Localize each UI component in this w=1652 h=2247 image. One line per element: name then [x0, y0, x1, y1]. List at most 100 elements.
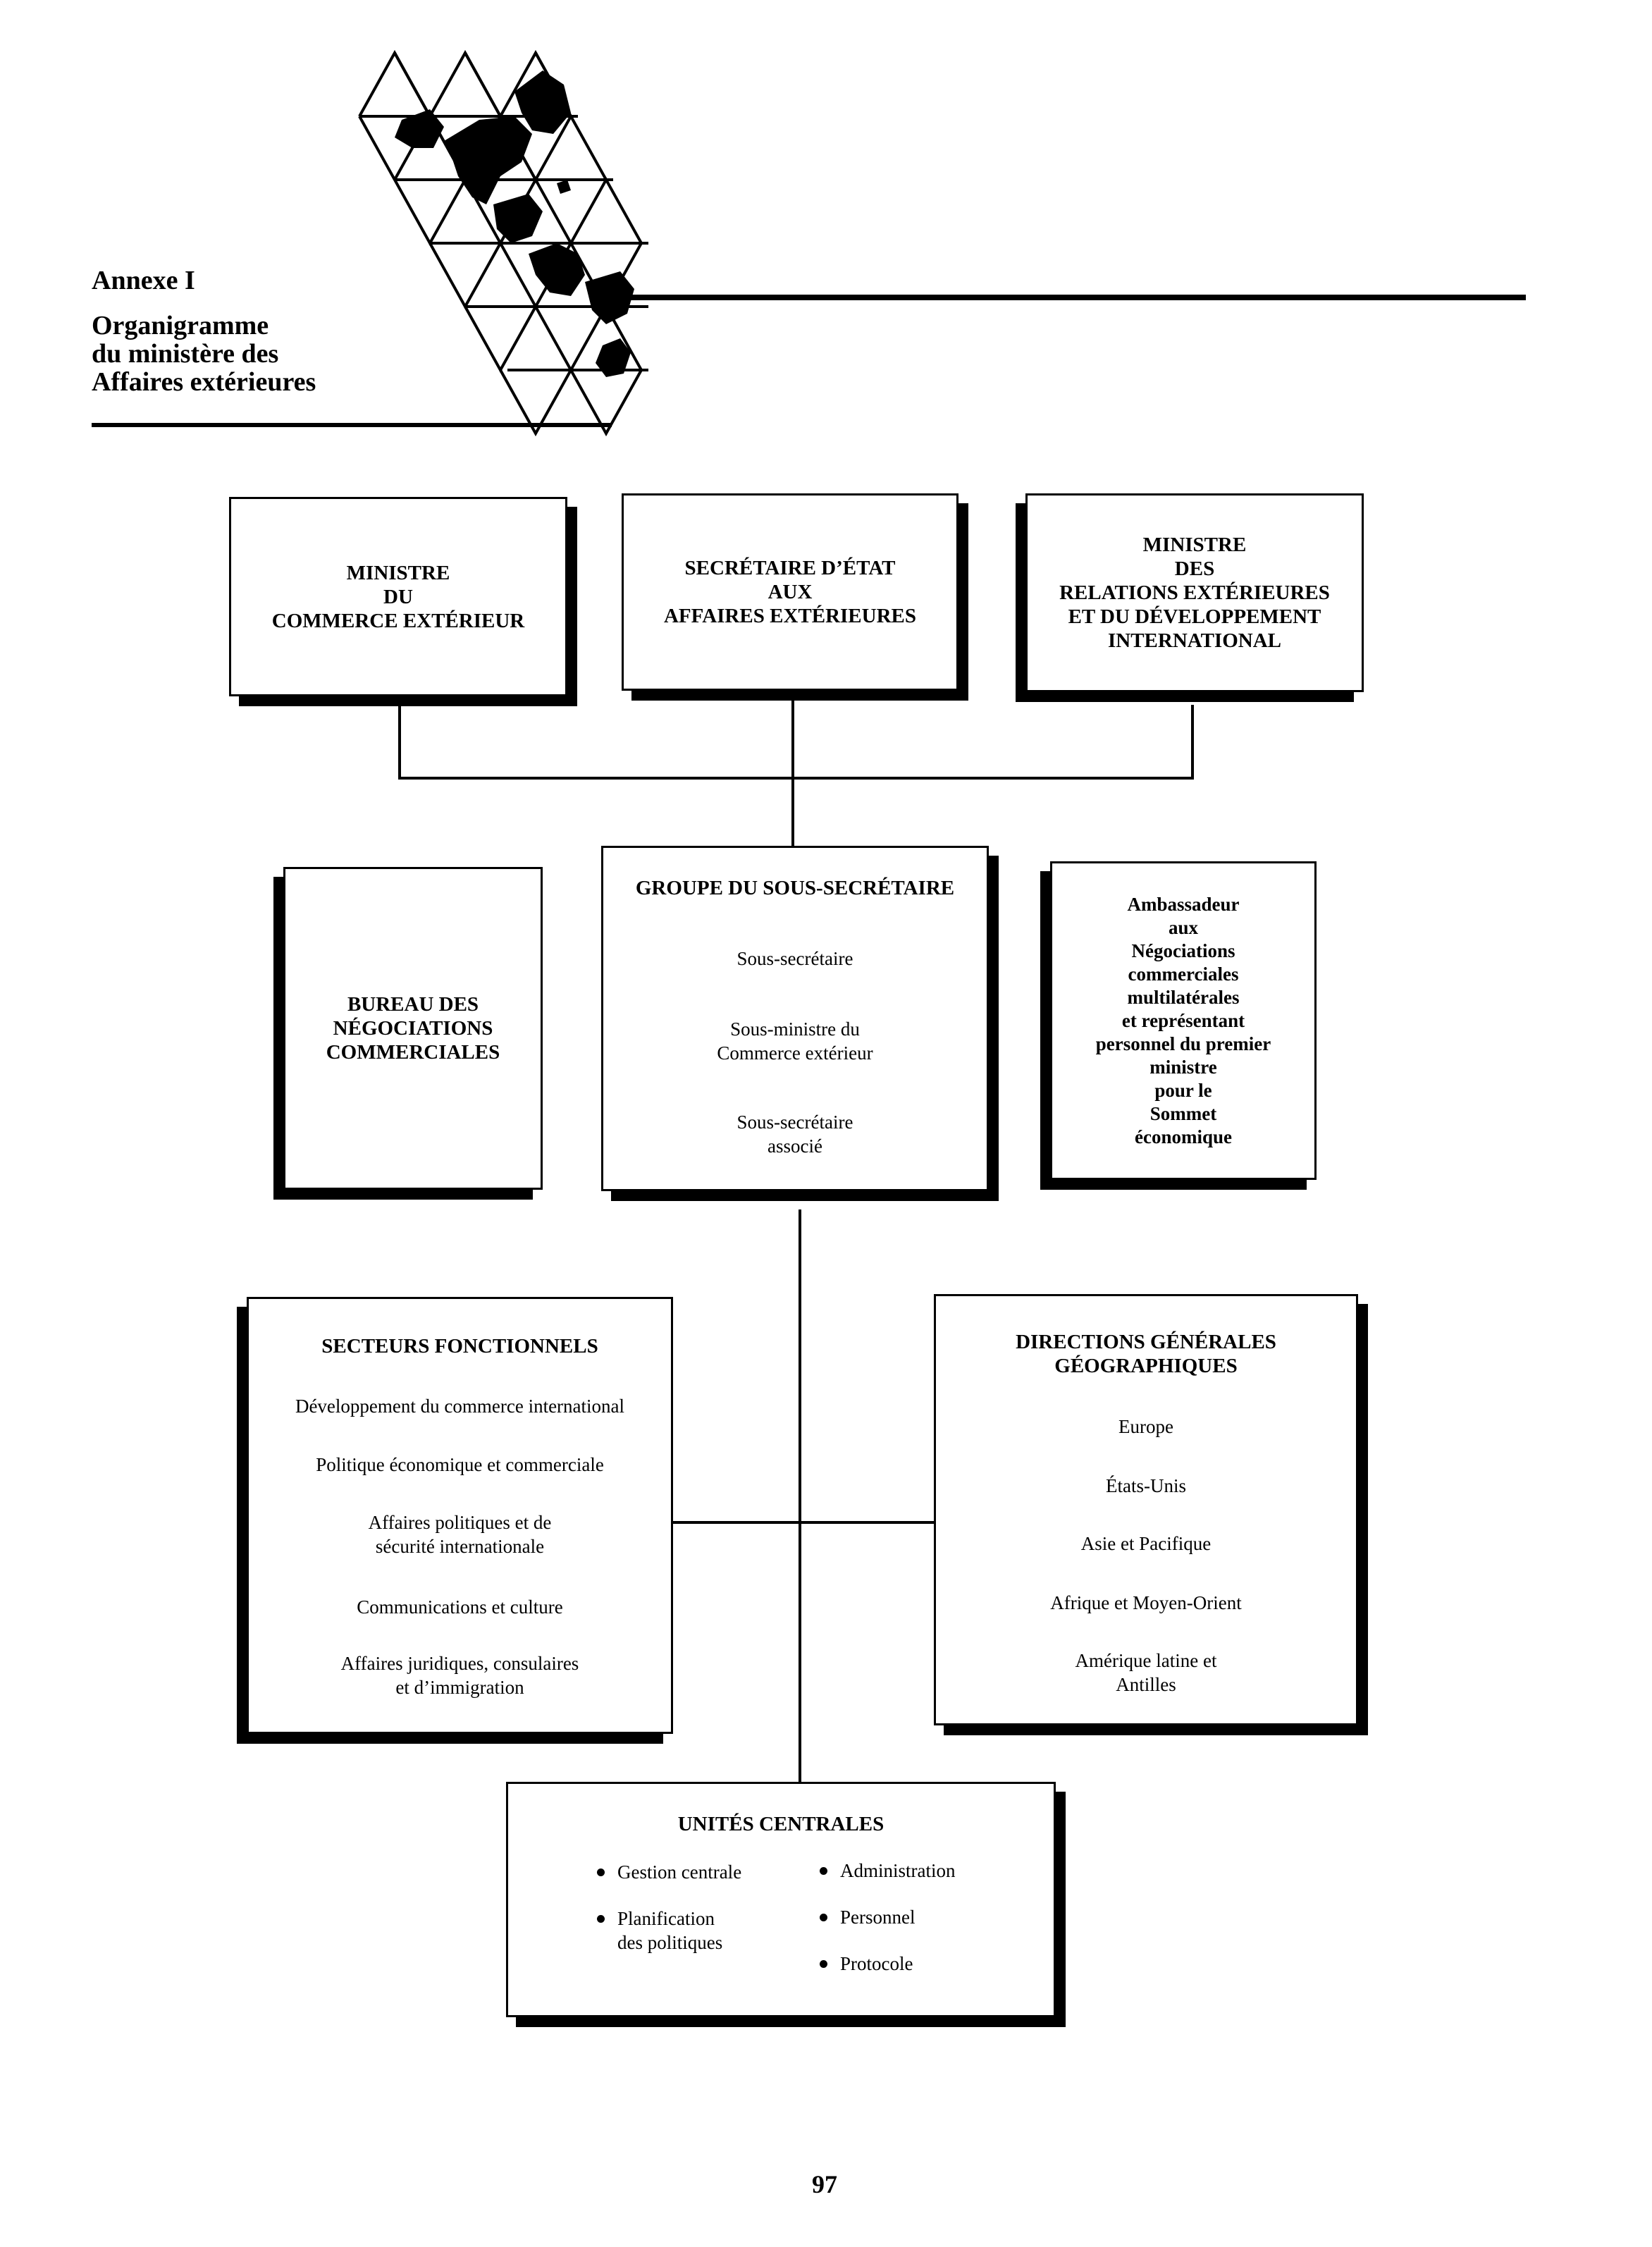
ambassadeur-line: personnel du premier — [1095, 1033, 1271, 1054]
box-unites-centrales: UNITÉS CENTRALES Gestion centrale Planif… — [506, 1782, 1056, 2017]
secteurs-item-line: Développement du commerce international — [295, 1396, 625, 1417]
connector-sectors-horizontal — [673, 1521, 934, 1524]
world-map-triangle-logo — [358, 49, 648, 437]
box-line: MINISTRE — [1142, 534, 1247, 556]
ambassadeur-line: aux — [1168, 916, 1199, 938]
ambassadeur-line: économique — [1135, 1126, 1232, 1147]
ambassadeur-line: multilatérales — [1127, 986, 1240, 1008]
header-rule-left — [92, 423, 612, 427]
secteurs-item: Développement du commerce international — [249, 1394, 671, 1418]
unites-list-item: Gestion centrale — [597, 1860, 741, 1884]
box-line: MINISTRE — [346, 561, 450, 584]
groupe-item-line: Sous-ministre du — [730, 1018, 860, 1040]
connector-minister-3-down — [1191, 705, 1194, 780]
annexe-heading: Annexe I Organigramme du ministère des A… — [92, 266, 402, 396]
bullet-icon — [820, 1867, 827, 1875]
ambassadeur-line: Négociations — [1131, 940, 1235, 961]
annexe-label: Annexe I — [92, 266, 195, 295]
connector-minister-2-down — [791, 698, 794, 846]
groupe-item: Sous-secrétaire — [603, 947, 987, 971]
page-number: 97 — [812, 2170, 837, 2198]
bullet-icon — [597, 1869, 605, 1876]
directions-item-line: Amérique latine et — [1075, 1650, 1217, 1671]
secteurs-item-line: Affaires juridiques, consulaires — [340, 1653, 579, 1674]
chart-title-line-2: du ministère des — [92, 339, 279, 369]
directions-item-line: Europe — [1118, 1416, 1173, 1437]
secteurs-title: SECTEURS FONCTIONNELS — [321, 1335, 598, 1358]
unites-list-item: Planification des politiques — [597, 1907, 741, 1954]
box-line: COMMERCE EXTÉRIEUR — [271, 609, 525, 632]
box-ambassadeur: Ambassadeur aux Négociations commerciale… — [1050, 861, 1317, 1180]
directions-item: Asie et Pacifique — [936, 1532, 1356, 1556]
groupe-item-line: Sous-secrétaire — [736, 948, 853, 969]
directions-title-line: GÉOGRAPHIQUES — [1054, 1355, 1238, 1377]
box-line: ET DU DÉVELOPPEMENT — [1068, 605, 1321, 628]
box-line: AUX — [768, 581, 813, 603]
box-line: COMMERCIALES — [326, 1041, 500, 1064]
groupe-item: Sous-ministre du Commerce extérieur — [603, 1017, 987, 1065]
box-ministre-relations-exterieures: MINISTRE DES RELATIONS EXTÉRIEURES ET DU… — [1025, 493, 1364, 692]
directions-item-line: Afrique et Moyen-Orient — [1050, 1592, 1242, 1613]
box-groupe-sous-secretaire: GROUPE DU SOUS-SECRÉTAIRE Sous-secrétair… — [601, 846, 989, 1191]
unites-item-line: Personnel — [840, 1907, 916, 1928]
secteurs-item-line: Affaires politiques et de — [368, 1512, 552, 1533]
groupe-item-line: Sous-secrétaire — [736, 1112, 853, 1133]
ambassadeur-line: Sommet — [1149, 1102, 1217, 1124]
ambassadeur-line: Ambassadeur — [1127, 893, 1240, 915]
connector-ministers-horizontal — [398, 777, 1194, 780]
unites-left-list: Gestion centrale Planification des polit… — [597, 1860, 741, 1977]
box-line: SECRÉTAIRE D’ÉTAT — [684, 557, 896, 579]
unites-item-line: Gestion centrale — [617, 1861, 742, 1883]
ambassadeur-line: et représentant — [1121, 1009, 1245, 1031]
connector-minister-1-down — [398, 705, 401, 780]
secteurs-item-line: sécurité internationale — [375, 1536, 545, 1557]
box-secteurs-fonctionnels: SECTEURS FONCTIONNELS Développement du c… — [247, 1297, 673, 1734]
box-line: DU — [383, 585, 413, 608]
unites-list-item: Administration — [820, 1859, 956, 1883]
box-line: INTERNATIONAL — [1107, 629, 1281, 652]
bullet-icon — [820, 1914, 827, 1921]
unites-item-line: Administration — [840, 1860, 956, 1881]
unites-list-item: Personnel — [820, 1905, 956, 1929]
box-line: DES — [1174, 558, 1215, 580]
secteurs-item: Politique économique et commerciale — [249, 1453, 671, 1477]
ambassadeur-line: commerciales — [1128, 963, 1239, 985]
header-rule-right — [624, 295, 1526, 300]
directions-item: Europe — [936, 1415, 1356, 1439]
directions-item-line: Antilles — [1116, 1674, 1176, 1695]
directions-item: Amérique latine et Antilles — [936, 1649, 1356, 1697]
box-line: NÉGOCIATIONS — [333, 1017, 493, 1040]
bullet-icon — [820, 1960, 827, 1968]
directions-item-line: États-Unis — [1106, 1475, 1186, 1496]
directions-item: États-Unis — [936, 1474, 1356, 1498]
secteurs-item: Communications et culture — [249, 1595, 671, 1619]
box-line: BUREAU DES — [347, 993, 479, 1016]
secteurs-item-line: Communications et culture — [357, 1596, 563, 1618]
directions-item-line: Asie et Pacifique — [1080, 1533, 1212, 1554]
groupe-item-line: associé — [768, 1135, 822, 1157]
unites-item-line: des politiques — [617, 1932, 723, 1953]
connector-groupe-down — [799, 1209, 801, 1782]
box-bureau-negociations: BUREAU DES NÉGOCIATIONS COMMERCIALES — [283, 867, 543, 1190]
groupe-title: GROUPE DU SOUS-SECRÉTAIRE — [635, 877, 955, 899]
ambassadeur-line: ministre — [1149, 1056, 1217, 1078]
unites-list-item: Protocole — [820, 1952, 956, 1976]
directions-title: DIRECTIONS GÉNÉRALES GÉOGRAPHIQUES — [936, 1330, 1356, 1378]
secteurs-item: Affaires juridiques, consulaires et d’im… — [249, 1651, 671, 1699]
bullet-icon — [597, 1915, 605, 1923]
groupe-item-line: Commerce extérieur — [717, 1042, 873, 1064]
secteurs-item-line: Politique économique et commerciale — [316, 1454, 604, 1475]
ambassadeur-line: pour le — [1154, 1079, 1212, 1101]
box-secretaire-etat: SECRÉTAIRE D’ÉTAT AUX AFFAIRES EXTÉRIEUR… — [622, 493, 958, 691]
secteurs-item-line: et d’immigration — [395, 1677, 524, 1698]
chart-title-line-3: Affaires extérieures — [92, 367, 316, 397]
secteurs-item: Affaires politiques et de sécurité inter… — [249, 1510, 671, 1558]
box-ministre-commerce-exterieur: MINISTRE DU COMMERCE EXTÉRIEUR — [229, 497, 567, 696]
unites-right-list: Administration Personnel Protocole — [820, 1859, 956, 1998]
unites-item-line: Planification — [617, 1908, 715, 1929]
groupe-item: Sous-secrétaire associé — [603, 1110, 987, 1158]
directions-item: Afrique et Moyen-Orient — [936, 1591, 1356, 1615]
directions-title-line: DIRECTIONS GÉNÉRALES — [1016, 1331, 1276, 1353]
unites-title: UNITÉS CENTRALES — [677, 1813, 884, 1835]
box-line: RELATIONS EXTÉRIEURES — [1059, 581, 1330, 604]
